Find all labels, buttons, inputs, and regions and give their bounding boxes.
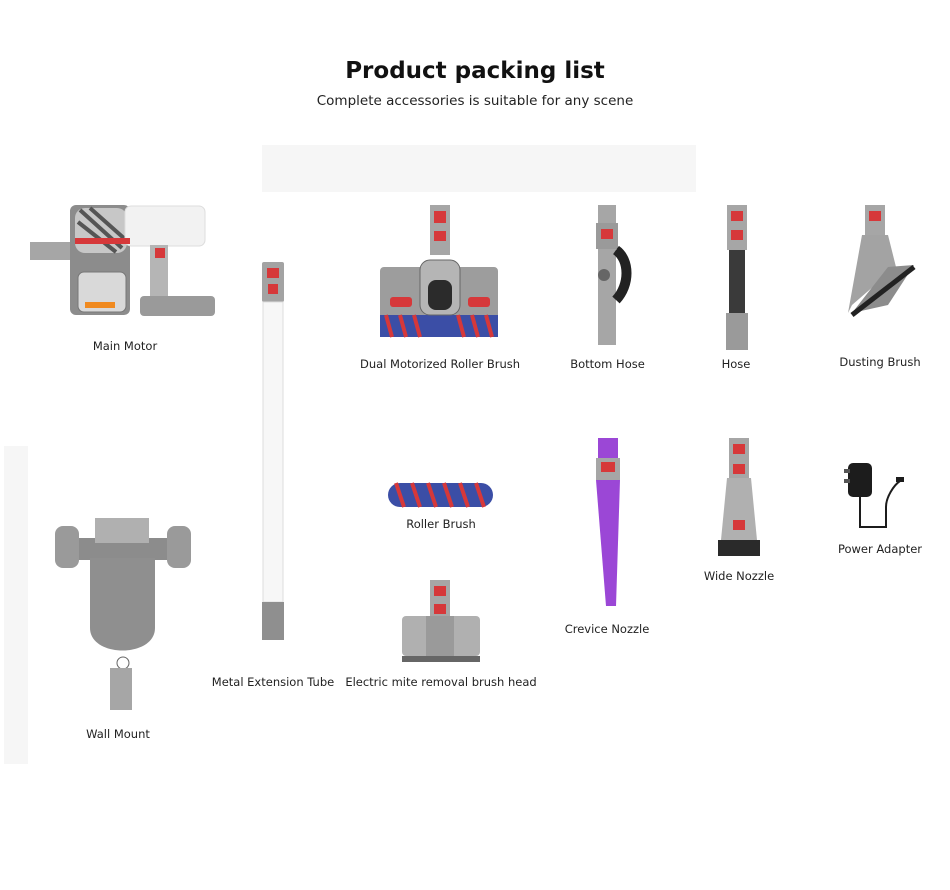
dual-roller-brush-label: Dual Motorized Roller Brush — [360, 357, 521, 371]
wall-mount-image — [55, 518, 191, 710]
wall-mount-label: Wall Mount — [86, 727, 150, 741]
roller-brush-image — [388, 482, 493, 508]
mite-brush-label: Electric mite removal brush head — [345, 675, 537, 689]
dual-roller-brush-image — [380, 205, 498, 338]
mite-brush-image — [402, 580, 480, 662]
power-adapter-label: Power Adapter — [837, 542, 923, 556]
background-panel-top — [262, 145, 696, 192]
extension-tube-image — [262, 262, 284, 640]
hose-image — [726, 205, 748, 350]
crevice-nozzle-image — [596, 438, 620, 606]
main-motor-image — [30, 205, 215, 316]
page-subtitle: Complete accessories is suitable for any… — [316, 93, 634, 109]
background-panel-left — [4, 446, 28, 764]
extension-tube-label: Metal Extension Tube — [211, 675, 335, 689]
wide-nozzle-label: Wide Nozzle — [703, 569, 775, 583]
dusting-brush-label: Dusting Brush — [839, 355, 921, 369]
hose-label: Hose — [721, 357, 751, 371]
crevice-nozzle-label: Crevice Nozzle — [564, 622, 650, 636]
roller-brush-label: Roller Brush — [406, 517, 476, 531]
page-title: Product packing list — [345, 58, 605, 84]
bottom-hose-image — [596, 205, 632, 345]
main-motor-label: Main Motor — [92, 339, 158, 353]
power-adapter-image — [844, 463, 904, 528]
dusting-brush-image — [848, 205, 916, 317]
bottom-hose-label: Bottom Hose — [570, 357, 645, 371]
wide-nozzle-image — [718, 438, 760, 556]
